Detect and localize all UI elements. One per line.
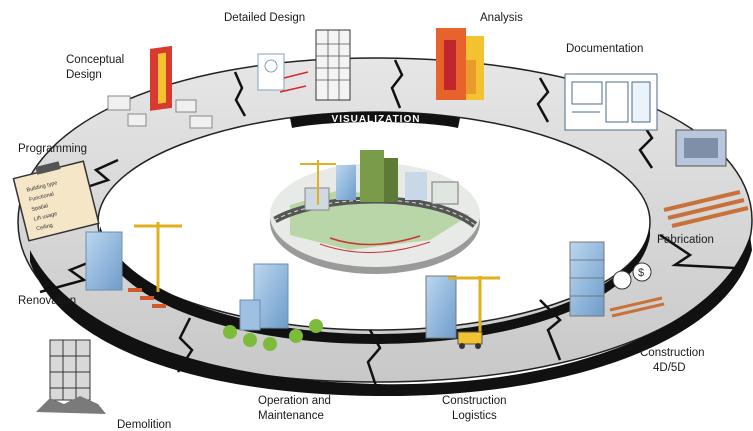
label-programming: Programming (18, 143, 87, 155)
label-conceptual-line2: Design (66, 69, 102, 81)
demolition-icon (36, 339, 106, 414)
stage-labels: Detailed Design Analysis Conceptual Desi… (18, 12, 714, 431)
svg-text:$: $ (638, 267, 644, 279)
label-fabrication: Fabrication (657, 234, 714, 246)
label-logistics-line2: Logistics (452, 410, 497, 422)
checklist-item: Functional (28, 191, 54, 203)
label-documentation: Documentation (566, 43, 643, 55)
label-operation-line2: Maintenance (258, 410, 324, 422)
label-construction-4d5d-line1: Construction (640, 347, 705, 359)
central-city-illustration (270, 150, 480, 274)
checklist-item: Ceiling (36, 223, 54, 233)
label-operation-line1: Operation and (258, 395, 331, 407)
operation-maintenance-icon (223, 263, 323, 351)
label-construction-4d5d-line2: 4D/5D (653, 362, 686, 374)
programming-checklist-icon: Building type Functional Spatial Lift us… (12, 160, 100, 242)
label-detailed-design: Detailed Design (224, 12, 305, 24)
fabrication-icon (663, 129, 749, 228)
renovation-icon (85, 222, 182, 308)
conceptual-design-icon (107, 45, 213, 129)
visualization-band (290, 112, 460, 128)
documentation-icon (564, 73, 658, 131)
checklist-item: Spatial (31, 203, 49, 213)
label-logistics-line1: Construction (442, 395, 507, 407)
label-conceptual-line1: Conceptual (66, 54, 124, 66)
construction-logistics-icon (425, 275, 500, 349)
visualization-label: VISUALIZATION (332, 114, 421, 125)
detailed-design-icon (257, 29, 351, 101)
label-demolition: Demolition (117, 419, 171, 431)
checklist-item: Lift usage (33, 211, 58, 223)
analysis-icon (436, 28, 484, 100)
label-analysis: Analysis (480, 12, 523, 24)
label-renovation: Renovation (18, 295, 76, 307)
construction-4d5d-icon: $ (569, 241, 665, 318)
